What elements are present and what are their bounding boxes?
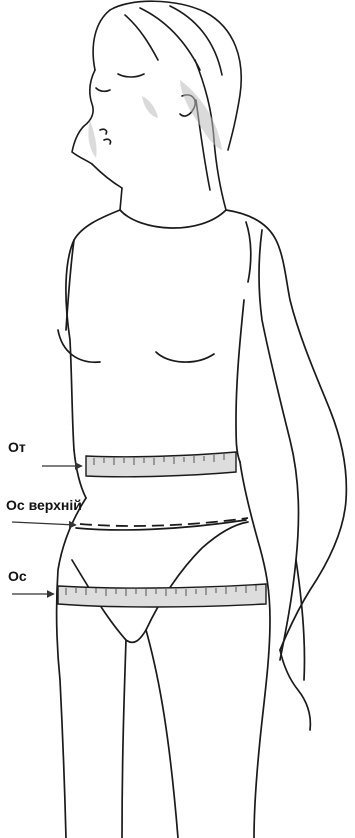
waist-tape — [86, 452, 236, 477]
body-outline — [57, 210, 347, 838]
upper-hip-label: Ос верхній — [6, 497, 82, 513]
head-drawing — [72, 1, 241, 210]
hip-tape — [58, 584, 266, 607]
waist-label: От — [8, 439, 26, 455]
upper-hip-dashed-line — [80, 518, 248, 526]
upper-hip-arrow — [12, 522, 76, 525]
hip-label: Ос — [8, 568, 27, 584]
